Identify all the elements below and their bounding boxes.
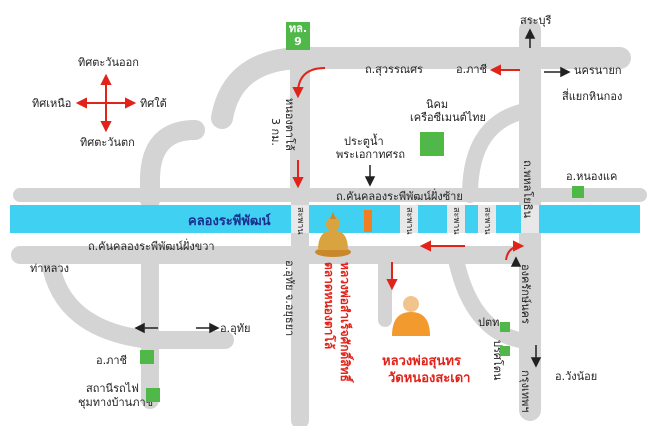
bridge-4 <box>478 205 496 233</box>
compass-west-label: ทิศตะวันตก <box>80 136 135 149</box>
wang-noi-label: อ.วังน้อย <box>555 370 598 383</box>
road-right-curve <box>462 102 538 203</box>
bridge-2 <box>400 205 418 233</box>
km3-label: 3 กม. <box>269 118 282 146</box>
ptt2-marker <box>500 346 510 356</box>
bridge-label-3: สะพาน <box>451 207 461 235</box>
nong-tao-lai-label: หนองตาโล้ <box>283 98 296 151</box>
krungthep-label: กรุงเทพฯ <box>519 370 532 413</box>
nakhon-nayok-label: นครนายก <box>574 64 622 77</box>
tha-luang-label: ท่าหลวง <box>30 262 69 275</box>
nikhom-marker <box>420 132 444 156</box>
monk-icon <box>392 296 430 336</box>
bridge-1 <box>291 205 309 233</box>
highway-badge-line2: 9 <box>294 35 302 48</box>
compass-north-label: ทิศเหนือ <box>32 97 72 110</box>
uthai-label: อ.อุทัย <box>220 322 251 335</box>
uthai-ayutthaya-label: อ.อุทัย จ.อยุธยา <box>283 260 296 337</box>
highway-9-badge: ทล. 9 <box>286 22 310 50</box>
phachi-bottom-label: อ.ภาชี <box>96 354 127 367</box>
gate-label-2: พระเอกาทศรถ <box>336 148 406 161</box>
ongkharak-label: องครักษ์นคร <box>519 264 532 324</box>
station-marker <box>146 388 160 402</box>
nong-khae-marker <box>572 186 584 198</box>
nong-khae-label: อ.หนองแค <box>566 170 618 183</box>
canal-label: คลองระพีพัฒน์ <box>188 214 271 229</box>
bridge-5 <box>521 205 539 233</box>
canal-band <box>10 205 640 233</box>
khan-left-label: ถ.คันคลองระพีพัฒน์ฝั่งซ้าย <box>336 190 463 203</box>
direction-arrows <box>134 28 571 368</box>
talad-nong-label: ตลาดหนองตาโล้ <box>322 262 336 350</box>
phaholyothin-label: ถ.พหลโยธิน <box>521 160 534 218</box>
khan-right-label: ถ.คันคลองระพีพัฒน์ฝั่งขวา <box>88 240 215 253</box>
route-arrows <box>292 64 525 291</box>
ptt-label: ปตท. <box>478 316 503 329</box>
phachi-top-label: อ.ภาชี <box>456 63 487 76</box>
luang-pho-sak-label: หลวงพ่อสำเร็จศักดิ์สิทธิ์ <box>338 262 352 382</box>
bridge-label-1: สะพาน <box>295 207 305 235</box>
hin-kong-label: สี่แยกหินกอง <box>562 90 623 103</box>
road-suwannason-label: ถ.สุวรรณศร <box>365 63 423 76</box>
compass-east-label: ทิศตะวันออก <box>78 56 139 69</box>
saraburi-label: สระบุรี <box>520 14 552 27</box>
nikhom-label: นิคม <box>426 98 449 111</box>
gate-label-1: ประตูน้ำ <box>344 135 384 148</box>
water-gate-marker <box>364 210 372 232</box>
bridge-label-2: สะพาน <box>404 207 414 235</box>
bridges <box>291 205 539 233</box>
road-left-loop <box>140 120 205 210</box>
station-label-1: สถานีรถไฟ <box>86 382 139 395</box>
phachi-bottom-marker <box>140 350 154 364</box>
nikhom-cement-label: เครือซีเมนต์ไทย <box>410 111 487 124</box>
wat-nong-sakao-label: วัดหนองสะเดา <box>388 371 471 386</box>
highway-badge-line1: ทล. <box>288 22 308 35</box>
ptt-marker <box>500 322 510 332</box>
compass-arrows <box>75 73 137 133</box>
compass-south-label: ทิศใต้ <box>140 97 167 110</box>
station-label-2: ชุมทางบ้านภาชี <box>78 396 154 409</box>
buddha-statue-icon <box>315 212 351 257</box>
road-right-diagonal <box>447 247 528 348</box>
luang-pho-sunthon-label: หลวงพ่อสุนทร <box>382 354 461 369</box>
bridge-label-4: สะพาน <box>482 207 492 235</box>
bridge-3 <box>447 205 465 233</box>
